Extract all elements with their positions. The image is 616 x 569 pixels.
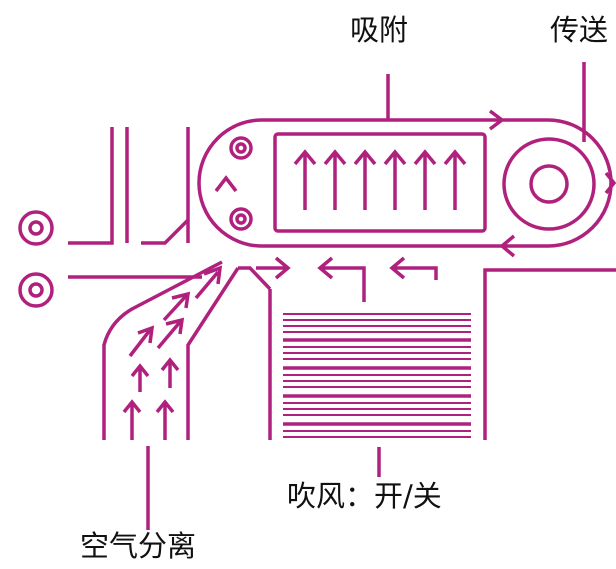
belt-roller-left-bottom [229, 207, 253, 231]
belt-direction-arrows [214, 109, 616, 258]
conveyor-belt [197, 118, 613, 248]
feed-flow-arrows [256, 256, 438, 302]
label-air-blow: 吹风：开/关 [287, 479, 442, 513]
feed-channel-lines [68, 127, 202, 279]
sheet-stack [268, 268, 616, 440]
air-separation-duct [102, 260, 272, 440]
label-adsorption: 吸附 [350, 13, 409, 47]
left-roller-top [18, 210, 54, 246]
suction-arrows [293, 149, 467, 210]
belt-roller-left-top [229, 136, 253, 160]
label-conveyor: 传送 [550, 13, 609, 47]
label-air-separation: 空气分离 [80, 529, 197, 563]
air-separation-arrows [122, 265, 223, 440]
left-roller-bottom [18, 272, 54, 308]
